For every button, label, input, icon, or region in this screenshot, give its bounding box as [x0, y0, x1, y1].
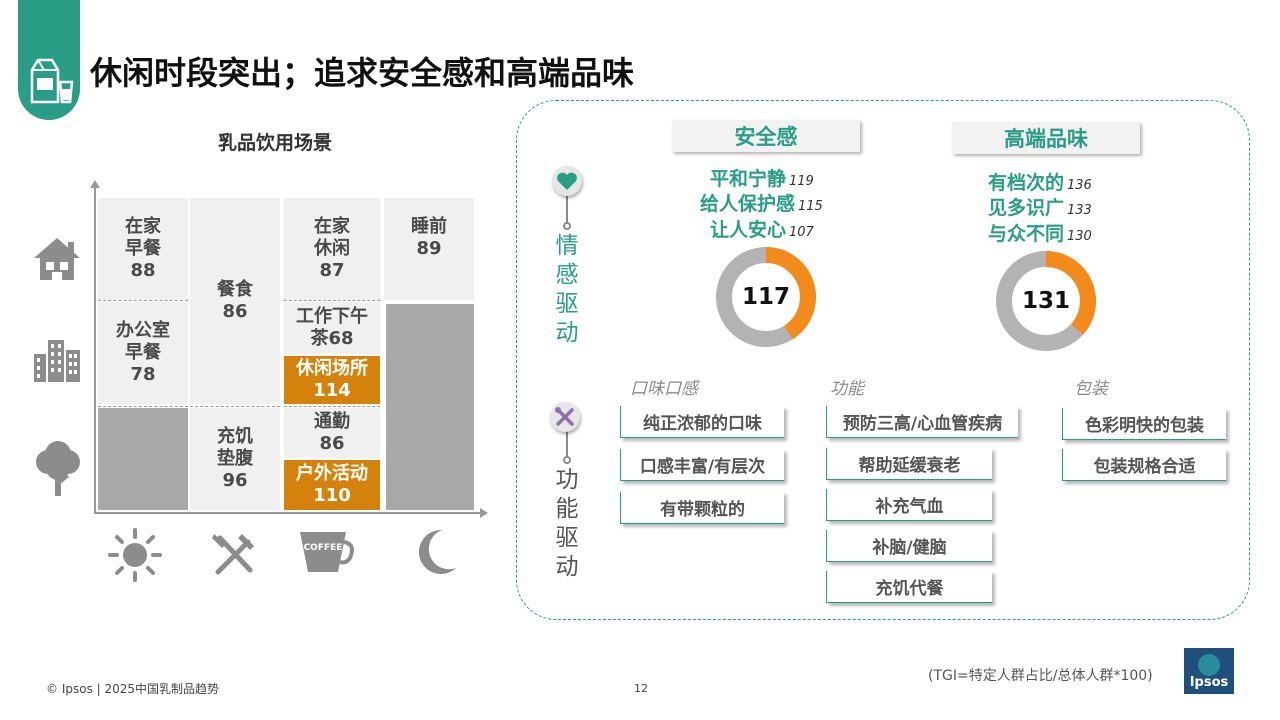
cell-bedtime: 睡前 89 [384, 198, 474, 300]
packaging-category-label: 包装 [1074, 379, 1108, 399]
ipsos-logo: Ipsos [1184, 648, 1234, 694]
emotional-driver-label: 情 感 驱 动 [555, 233, 579, 346]
milk-carton-icon [30, 58, 74, 104]
safety-donut-chart [716, 247, 816, 347]
function-tag: 预防三高/心血管疾病 [826, 406, 1018, 438]
safety-donut-value: 117 [741, 284, 790, 310]
cell-divider [284, 406, 380, 407]
house-icon [34, 238, 80, 280]
cell-leisure-place: 休闲场所 114 [284, 356, 380, 404]
page-title: 休闲时段突出；追求安全感和高端品味 [90, 54, 635, 92]
cell-home-breakfast: 在家 早餐 88 [98, 198, 188, 300]
premium-donut-value: 131 [1021, 288, 1070, 314]
emotional-connector [566, 196, 568, 226]
moon-icon [418, 529, 456, 574]
matrix-title: 乳品饮用场景 [218, 132, 333, 154]
cell-divider [98, 300, 188, 301]
cell-divider [98, 406, 188, 407]
emotional-dot [563, 222, 571, 230]
footer-source: © Ipsos | 2025中国乳制品趋势 [46, 682, 220, 696]
taste-tag: 口感丰富/有层次 [620, 449, 784, 481]
emotional-badge [552, 166, 582, 196]
functional-badge [550, 402, 580, 432]
sun-icon [108, 528, 162, 582]
cell-outdoor: 户外活动 110 [284, 460, 380, 510]
premium-donut-chart [996, 251, 1096, 351]
cell-home-leisure: 在家 休闲 87 [284, 198, 380, 300]
heart-icon [557, 172, 577, 190]
functional-driver-label: 功 能 驱 动 [555, 467, 579, 580]
x-axis [94, 508, 488, 518]
function-tag: 补脑/健脑 [826, 530, 992, 562]
coffee-cup-icon: COFFEE [300, 532, 354, 572]
safety-header: 安全感 [672, 120, 860, 152]
functional-connector [566, 430, 568, 460]
page-number: 12 [634, 682, 648, 695]
tgi-note: (TGI=特定人群占比/总体人群*100) [928, 668, 1153, 684]
drivers-panel [516, 100, 1250, 620]
function-tag: 充饥代餐 [826, 571, 992, 603]
office-building-icon [34, 340, 80, 382]
function-tag: 帮助延缓衰老 [826, 448, 992, 480]
fork-knife-icon [212, 534, 254, 575]
cell-afternoon-tea: 工作下午 茶68 [284, 302, 380, 354]
tree-icon [36, 441, 80, 496]
tools-icon [555, 407, 574, 426]
cell-empty [98, 408, 188, 510]
cell-commute: 通勤 86 [284, 408, 380, 458]
svg-text:COFFEE: COFFEE [304, 543, 343, 553]
cell-divider [284, 300, 380, 301]
function-tag: 补充气血 [826, 489, 992, 521]
taste-tag: 有带颗粒的 [620, 492, 784, 524]
y-axis [90, 180, 100, 514]
cell-meal: 餐食 86 [190, 198, 280, 404]
cell-office-breakfast: 办公室 早餐 78 [98, 302, 188, 404]
functional-dot [563, 456, 571, 464]
packaging-tag: 包装规格合适 [1062, 449, 1226, 481]
cell-hunger: 充饥 垫腹 96 [190, 408, 280, 510]
corner-badge [18, 0, 80, 120]
taste-category-label: 口味口感 [630, 379, 698, 399]
cell-empty [386, 304, 474, 510]
function-category-label: 功能 [830, 379, 864, 399]
premium-header: 高端品味 [952, 122, 1140, 154]
taste-tag: 纯正浓郁的口味 [620, 406, 784, 438]
packaging-tag: 色彩明快的包装 [1062, 408, 1226, 440]
cell-divider [190, 406, 280, 407]
